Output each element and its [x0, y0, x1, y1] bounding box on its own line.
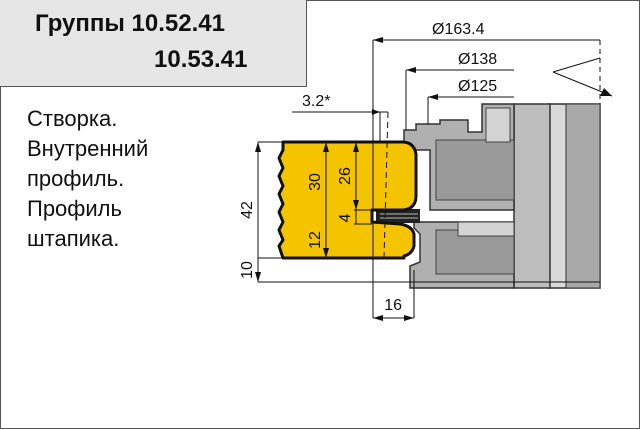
title-box: Группы 10.52.41 10.53.41 — [0, 0, 307, 87]
description-line: Профиль — [27, 196, 122, 221]
width-16-label: 16 — [384, 297, 402, 314]
height-12-label: 12 — [307, 231, 324, 249]
group-title-line1: Группы 10.52.41 — [35, 10, 225, 37]
diameter-inner-label: Ø125 — [458, 78, 497, 95]
height-4-label: 4 — [337, 213, 354, 222]
height-10-label: 10 — [239, 261, 256, 279]
height-42-label: 42 — [239, 201, 256, 219]
workpiece-profile — [277, 140, 418, 260]
cutter-body — [376, 103, 601, 289]
dimension-labels: Ø163.4 Ø138 Ø125 3.2* 16 42 10 30 26 4 1… — [239, 21, 497, 314]
diameter-mid-label: Ø138 — [458, 51, 497, 68]
description-line: Створка. — [27, 106, 118, 131]
group-title-line2: 10.53.41 — [154, 46, 248, 73]
description-line: штапика. — [27, 226, 120, 251]
dimension-arrows — [255, 37, 612, 321]
offset-label: 3.2* — [302, 93, 330, 110]
description-line: профиль. — [27, 166, 125, 191]
height-30-label: 30 — [307, 173, 324, 191]
profile-description: Створка. Внутренний профиль. Профиль шта… — [27, 104, 148, 254]
diameter-outer-label: Ø163.4 — [432, 21, 485, 38]
height-26-label: 26 — [337, 167, 354, 185]
description-line: Внутренний — [27, 136, 149, 161]
